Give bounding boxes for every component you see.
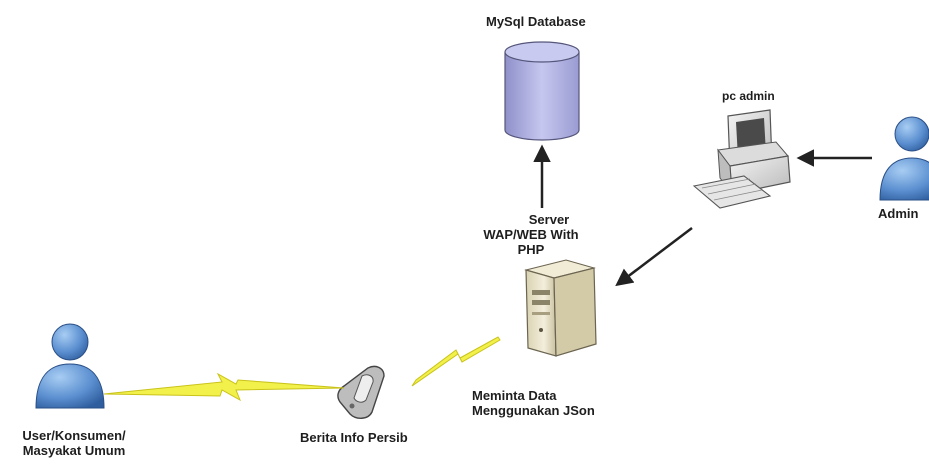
user-person-icon — [35, 323, 105, 409]
edge-label-server-phone: Meminta Data Menggunakan JSon — [472, 388, 595, 418]
wireless-link-server-phone — [411, 336, 501, 387]
user-label-line2: Masyakat Umum — [22, 443, 126, 458]
admin-label: Admin — [878, 206, 919, 221]
mobile-phone-icon — [337, 365, 385, 419]
edge-label-line1: Meminta Data — [472, 388, 557, 403]
server-icon — [524, 259, 597, 357]
database-icon — [504, 41, 580, 141]
user-label-line1: User/Konsumen/ — [22, 428, 126, 443]
admin-person-icon — [879, 116, 929, 201]
pc-admin-label: pc admin — [722, 89, 775, 103]
edge-label-line2: Menggunakan JSon — [472, 403, 595, 418]
wireless-link-user-phone — [103, 372, 345, 402]
server-label-line1: Server — [528, 212, 570, 227]
user-label: User/Konsumen/ Masyakat Umum — [4, 428, 144, 458]
server-label: Server WAP/WEB With PHP — [466, 212, 596, 257]
arrow-pc-to-server — [615, 227, 693, 287]
phone-label: Berita Info Persib — [300, 430, 408, 445]
server-label-line3: PHP — [517, 242, 545, 257]
server-label-line2: WAP/WEB With — [483, 227, 579, 242]
pc-admin-computer-icon — [692, 109, 791, 209]
database-label: MySql Database — [486, 14, 586, 29]
